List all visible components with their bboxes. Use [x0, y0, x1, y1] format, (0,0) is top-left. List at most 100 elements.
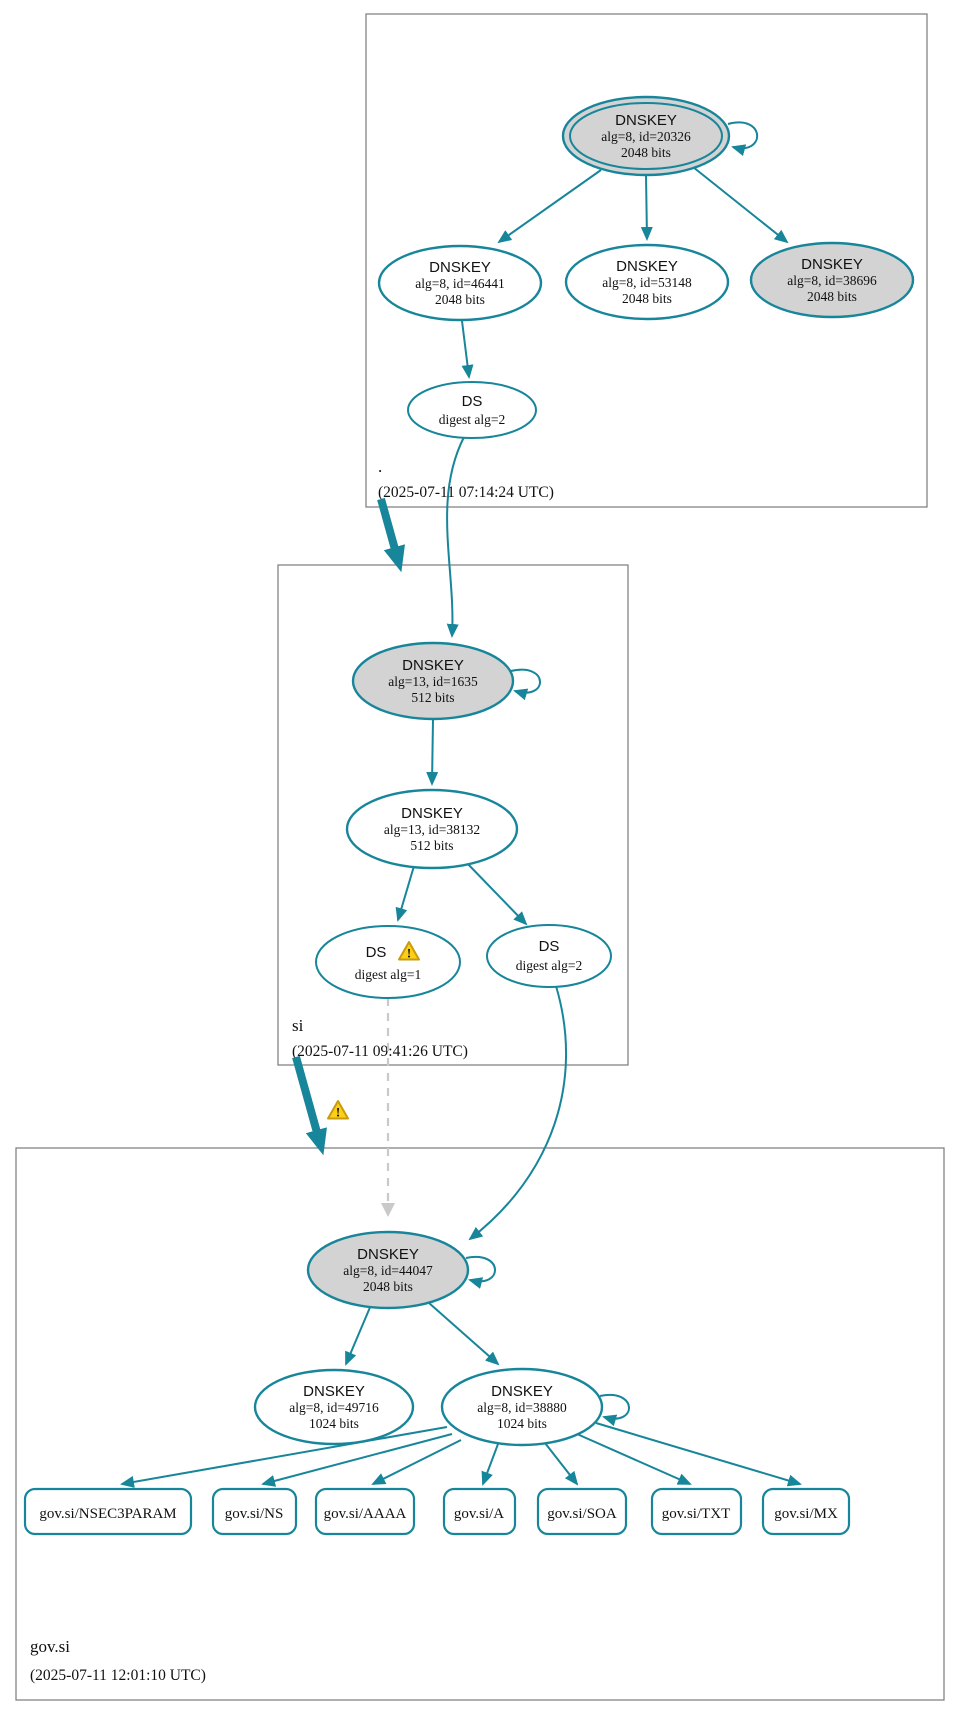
dnskey-detail: alg=8, id=38696: [787, 273, 877, 288]
dnskey-detail: 2048 bits: [622, 291, 672, 306]
ds-node-si-alg2[interactable]: DS digest alg=2: [486, 924, 612, 988]
rrset-node-aaaa[interactable]: gov.si/AAAA: [314, 1487, 416, 1536]
dnskey-detail: alg=8, id=53148: [602, 275, 692, 290]
dnskey-detail: 1024 bits: [497, 1416, 547, 1431]
dnskey-title: DNSKEY: [616, 258, 678, 275]
rrset-label: gov.si/TXT: [662, 1506, 731, 1522]
svg-text:!: !: [336, 1105, 340, 1120]
edge-44047-to-49716: [345, 1304, 372, 1366]
dnskey-title: DNSKEY: [303, 1383, 365, 1400]
dnskey-detail: alg=13, id=38132: [384, 822, 480, 837]
ds-detail: digest alg=2: [516, 958, 582, 973]
dnskey-detail: alg=8, id=20326: [601, 129, 691, 144]
rrset-label: gov.si/SOA: [547, 1506, 617, 1522]
zone-timestamp-si: (2025-07-11 09:41:26 UTC): [292, 1043, 468, 1060]
dnskey-detail: alg=8, id=46441: [415, 276, 504, 291]
dnskey-node-46441[interactable]: DNSKEY alg=8, id=46441 2048 bits: [377, 244, 543, 322]
rrset-node-txt[interactable]: gov.si/TXT: [650, 1487, 743, 1536]
dnskey-detail: 2048 bits: [621, 145, 671, 160]
dnskey-detail: 2048 bits: [435, 292, 485, 307]
zone-border-si: [277, 564, 629, 1066]
rrset-node-ns[interactable]: gov.si/NS: [211, 1487, 298, 1536]
edge-38880-to-aaaa: [371, 1439, 462, 1485]
dnskey-detail: 1024 bits: [309, 1416, 359, 1431]
warning-icon: !: [398, 941, 420, 961]
edge-delegation-si-to-govsi: [292, 1055, 327, 1156]
edge-38132-to-ds2: [463, 859, 528, 926]
rrset-node-nsec3param[interactable]: gov.si/NSEC3PARAM: [23, 1487, 193, 1536]
rrset-label: gov.si/NSEC3PARAM: [39, 1506, 176, 1522]
zone-box-root: . (2025-07-11 07:14:24 UTC): [365, 13, 928, 508]
rrset-node-a[interactable]: gov.si/A: [442, 1487, 517, 1536]
dnskey-node-38696[interactable]: DNSKEY alg=8, id=38696 2048 bits: [749, 241, 915, 319]
dnskey-detail: 512 bits: [411, 690, 454, 705]
rrset-label: gov.si/A: [454, 1506, 504, 1522]
ds-node-si-alg1[interactable]: DS ! digest alg=1: [315, 925, 461, 999]
dnskey-title: DNSKEY: [357, 1246, 419, 1263]
dnskey-detail: alg=13, id=1635: [388, 674, 478, 689]
edge-selfsign-38880: [599, 1393, 630, 1427]
edge-selfsign-1635: [510, 668, 541, 701]
dnskey-node-38132[interactable]: DNSKEY alg=13, id=38132 512 bits: [345, 788, 519, 870]
warning-icon: !: [327, 1100, 349, 1120]
dnskey-detail: 2048 bits: [363, 1279, 413, 1294]
dnskey-detail: alg=8, id=44047: [343, 1263, 433, 1278]
edge-20326-to-38696: [692, 166, 789, 244]
edges-layer: [120, 121, 802, 1488]
zone-label-govsi: gov.si: [30, 1637, 70, 1656]
edge-20326-to-46441: [497, 169, 602, 244]
edge-38880-to-nsec3param: [120, 1426, 448, 1488]
ds-title: DS: [462, 393, 483, 410]
zone-border-govsi: [15, 1147, 945, 1701]
rrset-node-mx[interactable]: gov.si/MX: [761, 1487, 851, 1536]
dnskey-detail: 2048 bits: [807, 289, 857, 304]
dnskey-title: DNSKEY: [401, 805, 463, 822]
dnskey-node-49716[interactable]: DNSKEY alg=8, id=49716 1024 bits: [253, 1368, 415, 1446]
dnskey-detail: 512 bits: [410, 838, 453, 853]
dnskey-detail: alg=8, id=38880: [477, 1400, 567, 1415]
ds-title: DS: [366, 944, 387, 961]
rrset-label: gov.si/AAAA: [324, 1506, 407, 1522]
dnskey-node-44047[interactable]: DNSKEY alg=8, id=44047 2048 bits: [306, 1230, 470, 1310]
edge-38880-to-soa: [544, 1442, 579, 1486]
dnskey-title: DNSKEY: [402, 657, 464, 674]
ds-title: DS: [539, 938, 560, 955]
dnskey-title: DNSKEY: [615, 112, 677, 129]
rrset-label: gov.si/NS: [225, 1506, 284, 1522]
rrset-node-soa[interactable]: gov.si/SOA: [536, 1487, 628, 1536]
dnskey-detail: alg=8, id=49716: [289, 1400, 379, 1415]
dnskey-node-53148[interactable]: DNSKEY alg=8, id=53148 2048 bits: [564, 243, 730, 321]
edge-root-ds-to-si-ksk: [446, 436, 465, 638]
edge-selfsign-20326: [727, 121, 759, 156]
zone-label-si: si: [292, 1016, 304, 1035]
dnskey-title: DNSKEY: [429, 259, 491, 276]
zone-box-govsi: gov.si (2025-07-11 12:01:10 UTC): [15, 1147, 945, 1701]
edge-38880-to-ns: [261, 1433, 453, 1487]
svg-text:!: !: [407, 946, 411, 961]
edge-20326-to-53148: [640, 174, 653, 241]
edge-38880-to-mx: [595, 1422, 802, 1487]
dnskey-title: DNSKEY: [491, 1383, 553, 1400]
zone-label-root: .: [378, 457, 382, 476]
dnskey-title: DNSKEY: [801, 256, 863, 273]
dnskey-node-38880[interactable]: DNSKEY alg=8, id=38880 1024 bits: [440, 1367, 604, 1447]
edge-selfsign-44047: [465, 1255, 496, 1289]
dnskey-node-1635[interactable]: DNSKEY alg=13, id=1635 512 bits: [351, 641, 515, 721]
zone-border-root: [365, 13, 928, 508]
edge-44047-to-38880: [428, 1302, 500, 1366]
ds-node-root[interactable]: DS digest alg=2: [407, 381, 537, 439]
dnskey-node-20326[interactable]: DNSKEY alg=8, id=20326 2048 bits: [561, 95, 731, 177]
edge-38880-to-txt: [576, 1433, 692, 1485]
ds-detail: digest alg=2: [439, 412, 505, 427]
zone-timestamp-root: (2025-07-11 07:14:24 UTC): [378, 484, 554, 501]
rrset-label: gov.si/MX: [774, 1506, 838, 1522]
edge-38880-to-a: [481, 1443, 499, 1486]
zone-timestamp-govsi: (2025-07-11 12:01:10 UTC): [30, 1667, 206, 1684]
zone-box-si: si (2025-07-11 09:41:26 UTC): [277, 564, 629, 1066]
edge-38132-to-ds1: [395, 865, 415, 922]
ds-detail: digest alg=1: [355, 967, 421, 982]
edge-delegation-root-to-si: [377, 497, 405, 573]
edge-ds2-to-govsi-ksk: [468, 985, 568, 1241]
edge-46441-to-ds: [461, 320, 474, 379]
